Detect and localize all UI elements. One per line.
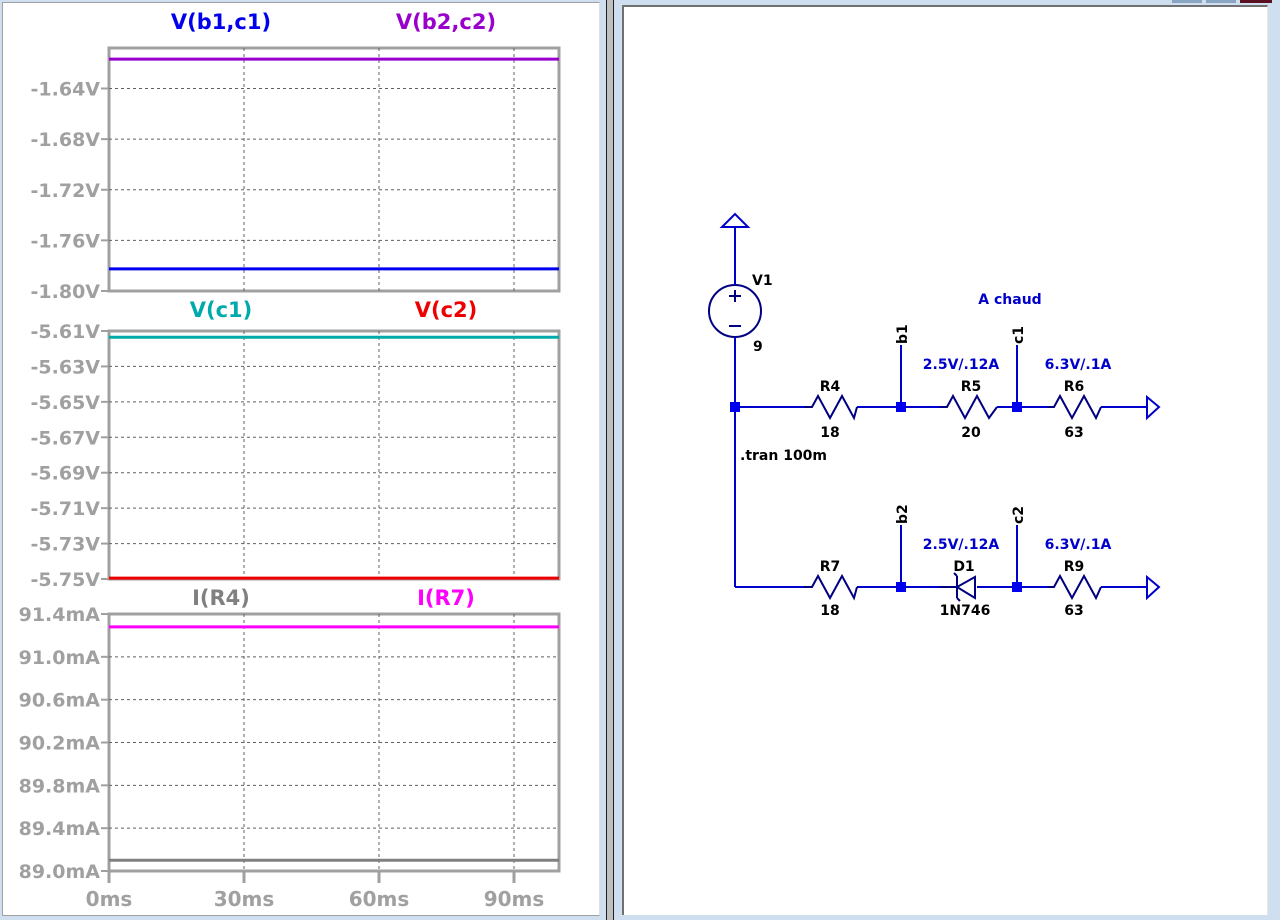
y-tick-label: -1.68V bbox=[31, 129, 101, 151]
source-value-label: 9 bbox=[753, 339, 763, 355]
x-tick-label: 90ms bbox=[484, 887, 545, 911]
y-tick-label: -5.71V bbox=[31, 498, 101, 520]
y-tick-label: 91.0mA bbox=[19, 647, 101, 669]
y-tick-label: 89.4mA bbox=[19, 818, 101, 840]
y-tick-label: 91.4mA bbox=[19, 604, 101, 626]
component-note[interactable]: 6.3V/.1A bbox=[1045, 357, 1112, 373]
y-tick-label: -5.63V bbox=[31, 356, 101, 378]
trace-label[interactable]: V(b2,c2) bbox=[396, 10, 496, 34]
net-label-b1[interactable]: b1 bbox=[895, 324, 911, 344]
trace-label[interactable]: I(R7) bbox=[417, 586, 475, 610]
pane-splitter[interactable] bbox=[606, 0, 614, 920]
y-tick-label: -5.75V bbox=[31, 569, 101, 591]
y-tick-label: 90.6mA bbox=[19, 690, 101, 712]
component-value: 63 bbox=[1064, 603, 1083, 619]
maximize-button[interactable] bbox=[1206, 0, 1236, 3]
schematic-editor-pane[interactable]: V1 9 .tran 100m b1 c1 b2 c2 R4 18 R5 20 … bbox=[622, 5, 1268, 915]
component-name: R6 bbox=[1064, 379, 1085, 395]
net-label-b2[interactable]: b2 bbox=[895, 504, 911, 524]
y-tick-label: -5.61V bbox=[31, 321, 101, 343]
trace-label[interactable]: V(c1) bbox=[190, 298, 253, 322]
resistor-icon[interactable] bbox=[804, 393, 858, 421]
y-tick-label: -1.80V bbox=[31, 281, 101, 303]
voltage-source-icon[interactable] bbox=[708, 280, 762, 587]
component-value: 18 bbox=[820, 425, 839, 441]
minimize-button[interactable] bbox=[1172, 0, 1202, 3]
component-note[interactable]: 6.3V/.1A bbox=[1045, 537, 1112, 553]
y-tick-label: -5.69V bbox=[31, 463, 101, 485]
plot-frame-pane1[interactable] bbox=[107, 46, 561, 293]
component-value: 63 bbox=[1064, 425, 1083, 441]
component-name: R4 bbox=[820, 379, 841, 395]
schematic-canvas[interactable]: V1 9 .tran 100m b1 c1 b2 c2 R4 18 R5 20 … bbox=[622, 0, 1268, 910]
waveform-plot[interactable]: -1.64V -1.68V -1.72V -1.76V -1.80V V(b1,c1) V(… bbox=[3, 3, 599, 915]
resistor-icon[interactable] bbox=[804, 573, 858, 601]
junction-dot bbox=[896, 582, 906, 592]
plot-frame-pane2[interactable] bbox=[107, 329, 561, 581]
component-name: R7 bbox=[820, 559, 841, 575]
y-tick-label: -5.73V bbox=[31, 534, 101, 556]
y-tick-label: -5.65V bbox=[31, 392, 101, 414]
supply-port-icon[interactable] bbox=[719, 212, 751, 280]
junction-dot bbox=[1012, 582, 1022, 592]
component-name: R5 bbox=[961, 379, 982, 395]
close-button[interactable] bbox=[1240, 0, 1272, 3]
net-label-c2[interactable]: c2 bbox=[1011, 506, 1027, 524]
trace-label[interactable]: I(R4) bbox=[192, 586, 250, 610]
output-port-icon[interactable] bbox=[1146, 394, 1161, 421]
y-tick-label: 89.8mA bbox=[19, 775, 101, 797]
plus-icon bbox=[729, 290, 741, 302]
tran-directive[interactable]: .tran 100m bbox=[740, 448, 827, 464]
component-value: 18 bbox=[820, 603, 839, 619]
y-tick-label: 89.0mA bbox=[19, 861, 101, 883]
junction-dot bbox=[1012, 402, 1022, 412]
component-value: 20 bbox=[961, 425, 981, 441]
component-note[interactable]: 2.5V/.12A bbox=[923, 357, 1000, 373]
y-tick-label: -1.64V bbox=[31, 79, 101, 101]
x-tick-label: 60ms bbox=[349, 887, 410, 911]
x-tick-label: 30ms bbox=[214, 887, 275, 911]
component-value: 1N746 bbox=[940, 603, 991, 619]
trace-label[interactable]: V(b1,c1) bbox=[171, 10, 271, 34]
y-tick-label: -1.76V bbox=[31, 230, 101, 252]
component-name: R9 bbox=[1064, 559, 1085, 575]
y-tick-label: 90.2mA bbox=[19, 733, 101, 755]
net-label-c1[interactable]: c1 bbox=[1011, 326, 1027, 344]
y-tick-label: -5.67V bbox=[31, 427, 101, 449]
source-name-label: V1 bbox=[752, 273, 773, 289]
resistor-icon[interactable] bbox=[1048, 393, 1102, 421]
junction-dot bbox=[896, 402, 906, 412]
x-tick-label: 0ms bbox=[86, 887, 133, 911]
resistor-icon[interactable] bbox=[940, 393, 998, 421]
comment-text[interactable]: A chaud bbox=[978, 292, 1041, 308]
y-tick-label: -1.72V bbox=[31, 180, 101, 202]
component-note[interactable]: 2.5V/.12A bbox=[923, 537, 1000, 553]
output-port-icon[interactable] bbox=[1146, 574, 1161, 601]
waveform-viewer-pane[interactable]: -1.64V -1.68V -1.72V -1.76V -1.80V V(b1,c1) V(… bbox=[2, 2, 600, 916]
resistor-icon[interactable] bbox=[1048, 573, 1102, 601]
component-name: D1 bbox=[953, 559, 974, 575]
trace-label[interactable]: V(c2) bbox=[415, 298, 478, 322]
junction-dot bbox=[730, 402, 740, 412]
zener-diode-icon[interactable] bbox=[940, 572, 976, 602]
